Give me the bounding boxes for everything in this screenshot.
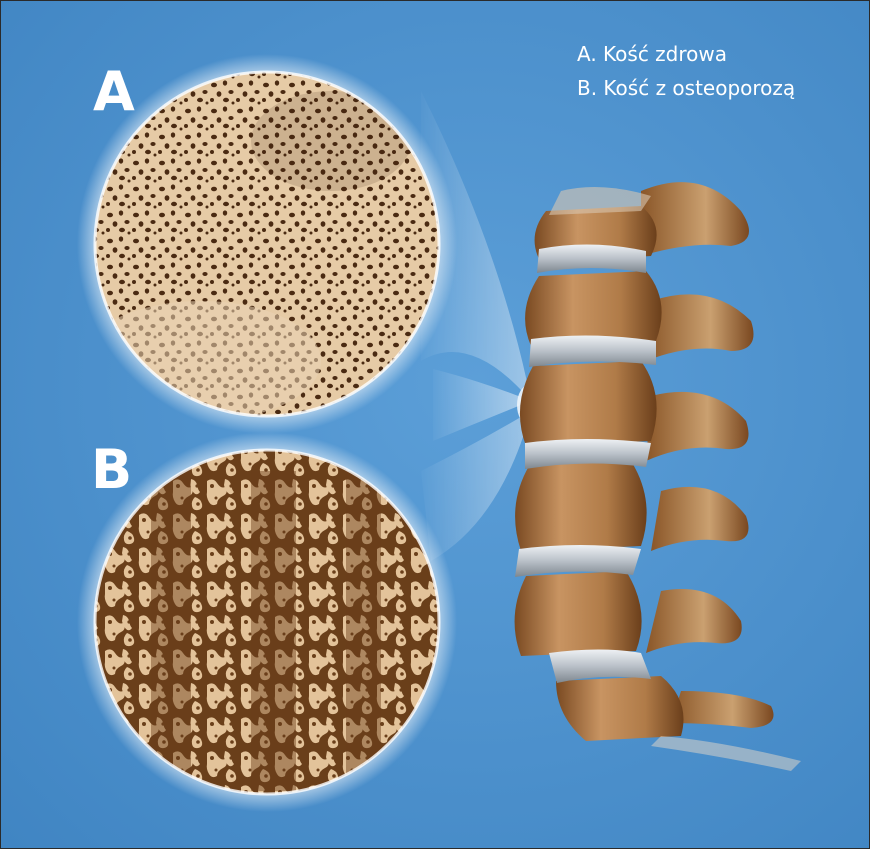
label-b: B — [91, 443, 132, 497]
legend-item-healthy: A. Kość zdrowa — [577, 37, 795, 71]
osteoporotic-bone-magnification — [77, 432, 457, 812]
legend-item-osteoporosis: B. Kość z osteoporozą — [577, 71, 795, 105]
label-a: A — [93, 65, 135, 119]
legend: A. Kość zdrowa B. Kość z osteoporozą — [577, 37, 795, 105]
